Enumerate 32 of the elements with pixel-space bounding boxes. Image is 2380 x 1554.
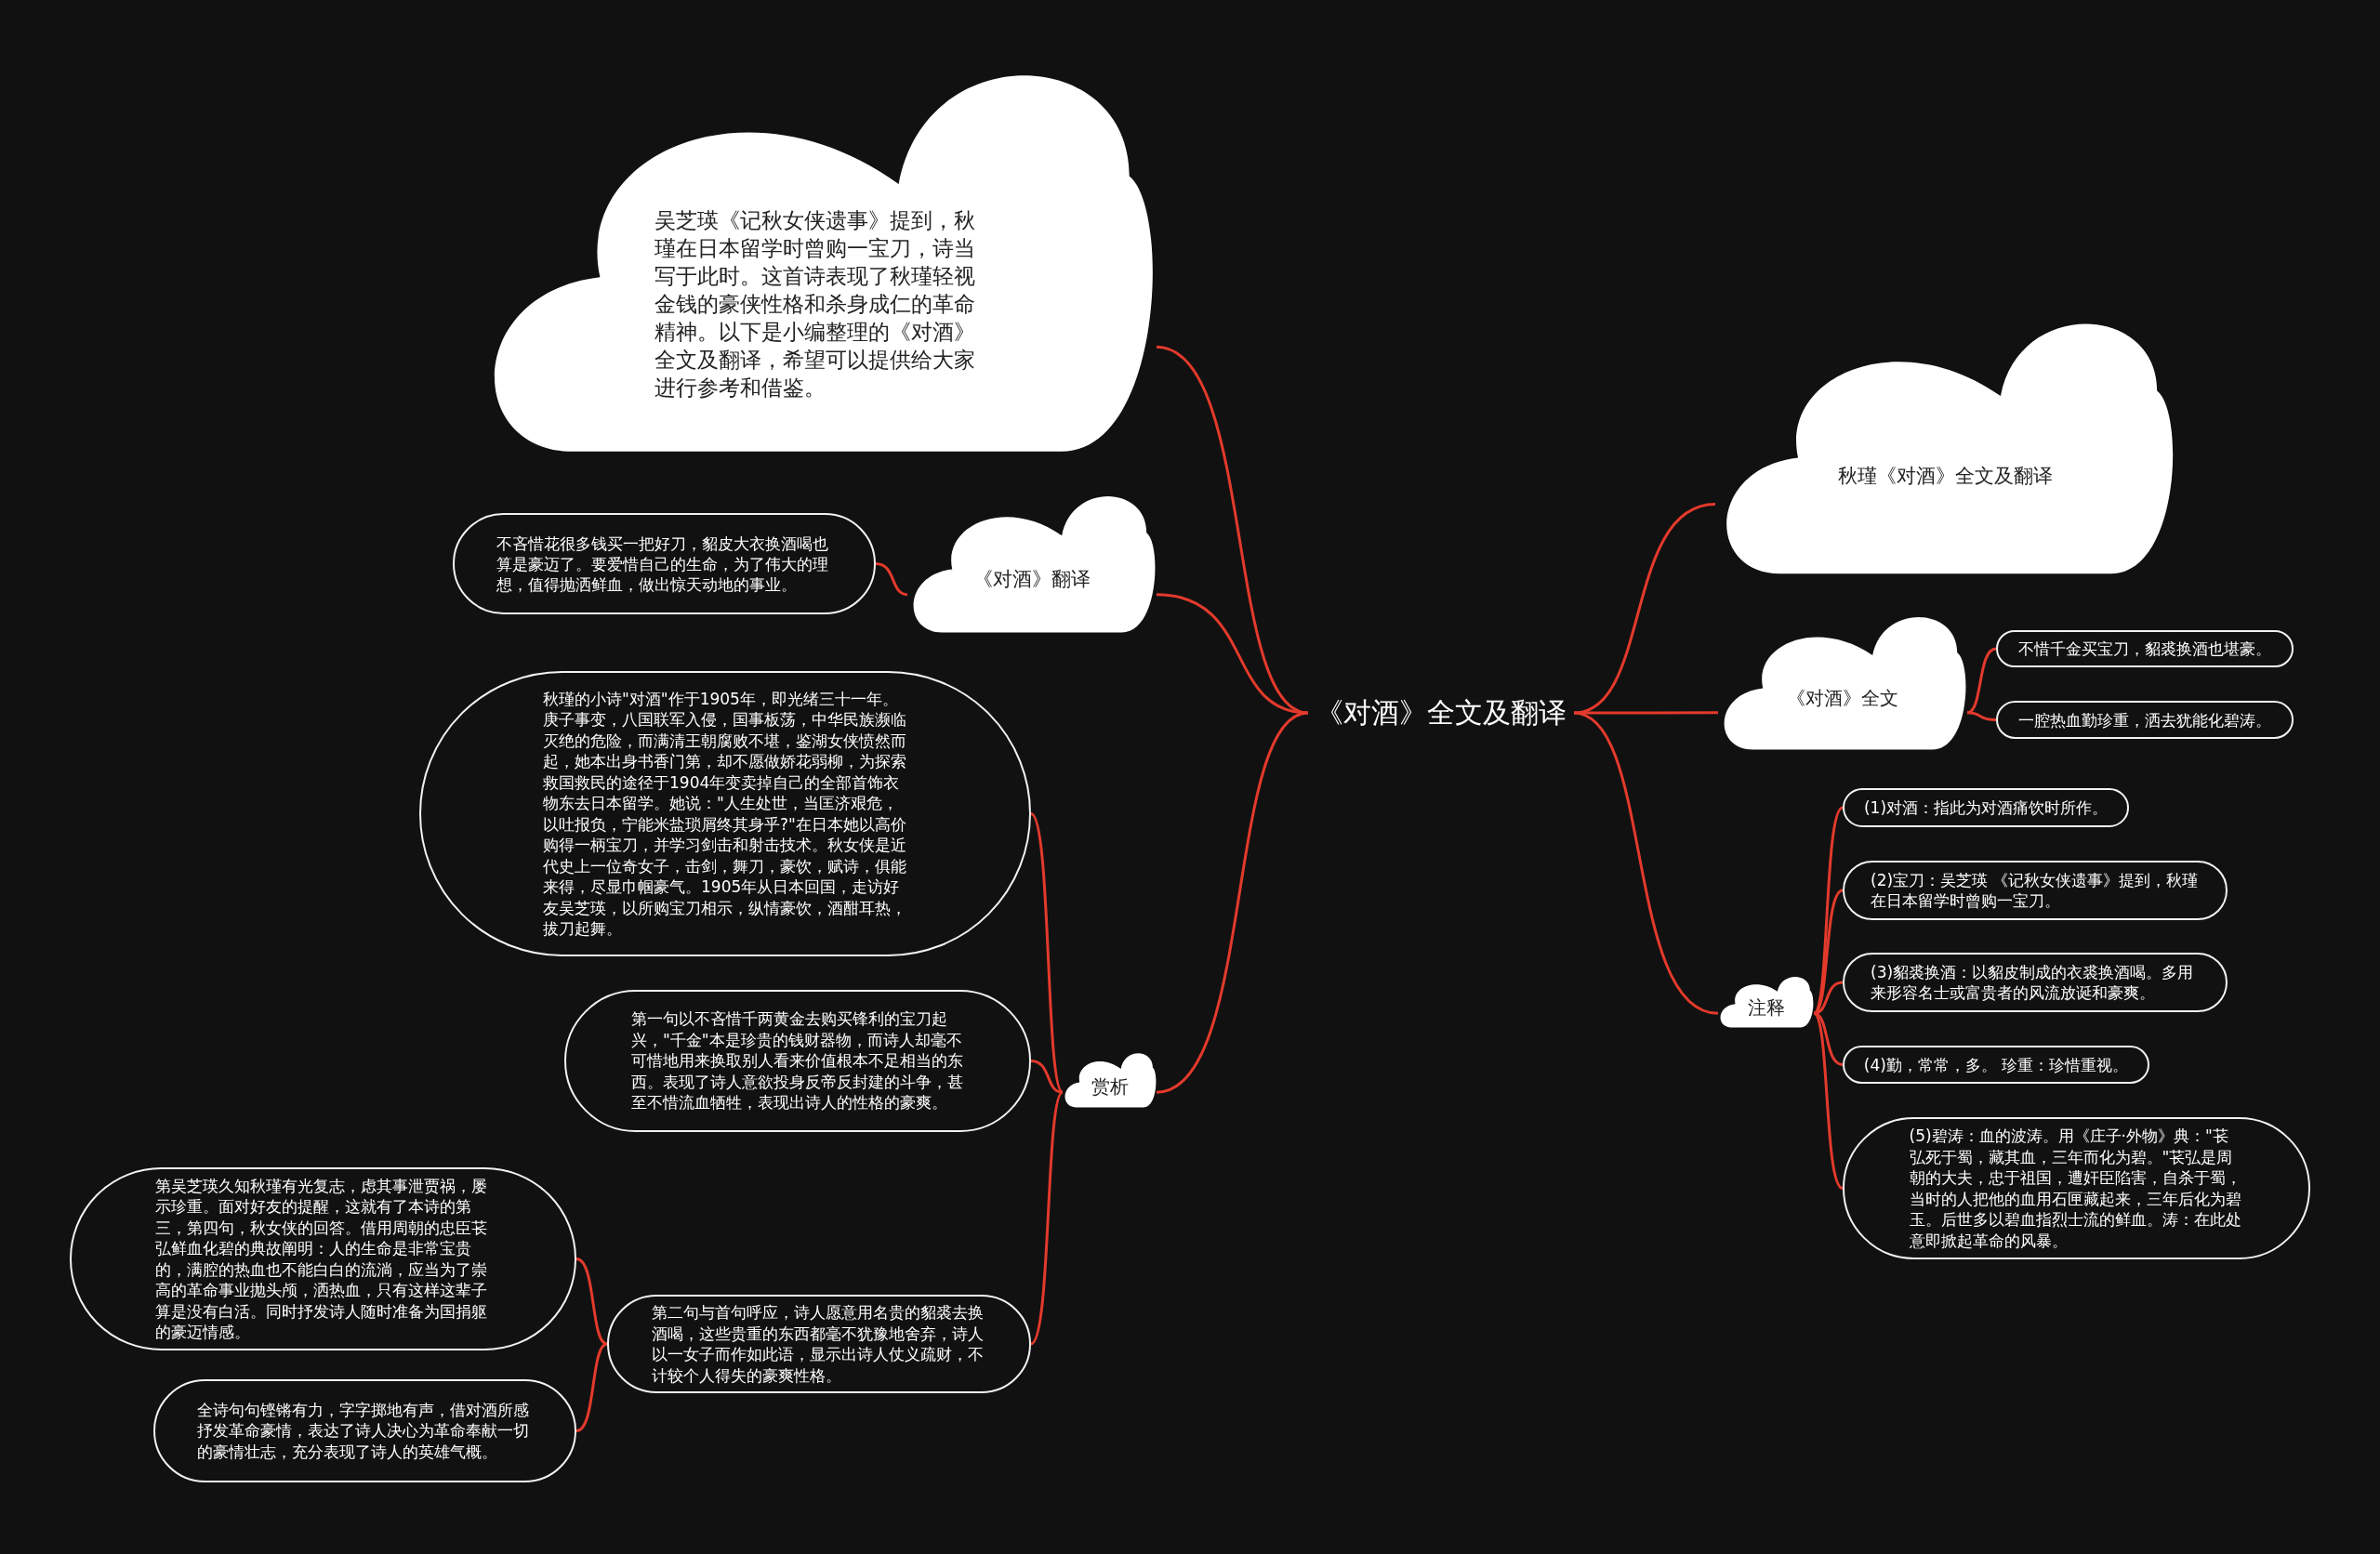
text-pill: (3)貂裘换酒：以貂皮制成的衣裘换酒喝。多用来形容名士或富贵者的风流放诞和豪爽。: [1843, 953, 2228, 1012]
connector-line: [1813, 889, 1844, 1015]
connector-line: [1813, 981, 1844, 1015]
connector-line: [1966, 711, 1997, 721]
text-pill: 不惜千金买宝刀，貂裘换酒也堪豪。: [1996, 630, 2294, 667]
connector-line: [875, 562, 908, 597]
connector-line: [1030, 1060, 1064, 1094]
connector-line: [1029, 1091, 1064, 1345]
central-topic: 《对酒》全文及翻译: [1302, 690, 1580, 736]
text-pill: (4)勤，常常，多。 珍重：珍惜重视。: [1843, 1046, 2149, 1084]
connector-line: [1156, 593, 1309, 715]
text-pill: (1)对酒：指此为对酒痛饮时所作。: [1843, 788, 2129, 827]
connector-line: [1156, 711, 1309, 1094]
cloud-node: 赏析: [1063, 1052, 1157, 1108]
text-pill: 第一句以不吝惜千两黄金去购买锋利的宝刀起兴，"千金"本是珍贵的钱财器物，而诗人却毫不可惜地用来换取别人看来价值根本不足相当的东西。表现了诗人意欲投身反帝反封建的斗争，甚至不惜流血牺牲，表现出诗人的性格的豪爽。: [564, 990, 1031, 1132]
cloud-node: 注释: [1718, 976, 1814, 1028]
connector-line: [575, 1258, 608, 1346]
connector-line: [1574, 711, 1718, 715]
connector-line: [1573, 711, 1719, 1015]
connector-line: [575, 1342, 608, 1432]
connector-line: [1966, 647, 1997, 715]
text-pill: 不吝惜花很多钱买一把好刀，貂皮大衣换酒喝也算是豪迈了。要爱惜自己的生命，为了伟大的理想，值得抛洒鲜血，做出惊天动地的事业。: [453, 513, 876, 614]
text-pill: (5)碧涛：血的波涛。用《庄子·外物》典："苌弘死于蜀，藏其血，三年而化为碧。"苌弘是周朝的大夫，忠于祖国，遭奸臣陷害，自杀于蜀，当时的人把他的血用石匣藏起来，三年后化为碧玉。后世多以碧血指烈士流的鲜血。涛：在此处意即掀起革命的风暴。: [1843, 1117, 2310, 1259]
connector-line: [1029, 812, 1064, 1094]
connector-line: [1813, 1011, 1844, 1066]
text-pill: 第吴芝瑛久知秋瑾有光复志，虑其事泄贾祸，屡示珍重。面对好友的提醒，这就有了本诗的第三，第四句，秋女侠的回答。借用周朝的忠臣苌弘鲜血化碧的典故阐明：人的生命是非常宝贵的，满腔的热血也不能白白的流淌，应当为了崇高的革命事业抛头颅，洒热血，只有这样这辈子算是没有白活。同时抒发诗人随时准备为国捐躯的豪迈情感。: [70, 1167, 576, 1350]
text-pill: 第二句与首句呼应，诗人愿意用名贵的貂裘去换酒喝，这些贵重的东西都毫不犹豫地舍弃，诗人以一女子而作如此语，显示出诗人仗义疏财，不计较个人得失的豪爽性格。: [607, 1295, 1031, 1393]
text-pill: (2)宝刀：吴芝瑛 《记秋女侠遗事》提到，秋瑾在日本留学时曾购一宝刀。: [1843, 861, 2228, 920]
text-pill: 全诗句句铿锵有力，字字掷地有声，借对酒所感抒发革命豪情，表达了诗人决心为革命奉献一切的豪情壮志，充分表现了诗人的英雄气概。: [153, 1379, 576, 1482]
text-pill: 一腔热血勤珍重，洒去犹能化碧涛。: [1996, 701, 2294, 739]
connector-line: [1812, 1012, 1844, 1190]
text-pill: 秋瑾的小诗"对酒"作于1905年，即光绪三十一年。庚子事变，八国联军入侵，国事板荡，中华民族濒临灭绝的危险，而满清王朝腐败不堪，鉴湖女侠愤然而起，她本出身书香门第，却不愿做娇花弱柳，为探索救国救民的途径于1904年变卖掉自己的全部首饰衣物东去日本留学。她说："人生处世，当匡济艰危，以吐报负，宁能米盐琐屑终其身乎?"在日本她以高价购得一柄宝刀，并学习剑击和射击技术。秋女侠是近代史上一位奇女子，击剑，舞刀，豪饮，赋诗，俱能来得，尽显巾帼豪气。1905年从日本回国，走访好友吴芝瑛，以所购宝刀相示，纵情豪饮，酒酣耳热，拔刀起舞。: [419, 671, 1031, 956]
